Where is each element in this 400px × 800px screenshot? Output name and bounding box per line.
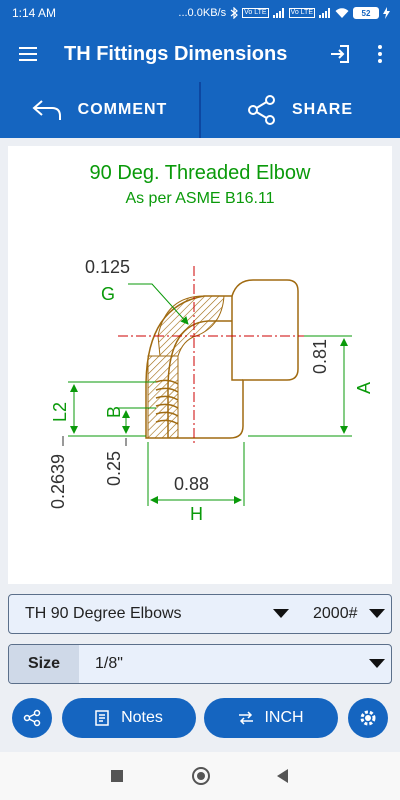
volte-badge: Vo LTE xyxy=(288,8,315,18)
reply-icon xyxy=(32,100,61,120)
dim-l2-label: L2 xyxy=(50,401,70,422)
menu-icon[interactable] xyxy=(0,26,56,82)
action-bar: COMMENT SHARE xyxy=(0,82,400,138)
dim-a-label: A xyxy=(354,381,374,394)
elbow-drawing xyxy=(62,266,352,506)
back-icon[interactable] xyxy=(277,769,288,783)
dim-g-value: 0.125 xyxy=(85,257,131,277)
notes-icon xyxy=(95,710,109,726)
size-value: 1/8" xyxy=(95,655,123,672)
share-button[interactable]: SHARE xyxy=(201,82,400,138)
size-select[interactable]: Size 1/8" xyxy=(8,644,392,684)
section-hatch-top xyxy=(157,295,225,357)
fitting-type-value: TH 90 Degree Elbows xyxy=(25,605,182,622)
chevron-down-icon[interactable] xyxy=(273,609,289,618)
drawing-subtitle: As per ASME B16.11 xyxy=(125,190,275,207)
dim-h-value: 0.88 xyxy=(174,474,210,494)
share-icon xyxy=(247,95,275,125)
app-bar: TH Fittings Dimensions xyxy=(0,26,400,82)
comment-label: COMMENT xyxy=(77,101,168,118)
dim-b-label: B xyxy=(104,405,124,418)
share-label: SHARE xyxy=(291,101,353,118)
pressure-class-value[interactable]: 2000# xyxy=(313,605,358,622)
more-vert-icon[interactable] xyxy=(360,26,400,82)
bluetooth-icon xyxy=(230,7,238,19)
charging-icon xyxy=(383,7,390,19)
notes-label: Notes xyxy=(121,709,163,726)
divider xyxy=(199,82,201,138)
status-bar: 1:14 AM ...0.0KB/s Vo LTE Vo LTE 52 xyxy=(0,0,400,26)
unit-label: INCH xyxy=(264,709,304,726)
notes-button[interactable]: Notes xyxy=(62,698,196,738)
dim-a-value: 0.81 xyxy=(310,338,330,374)
gear-icon xyxy=(360,710,376,726)
signal-icon xyxy=(272,8,285,18)
app-title: TH Fittings Dimensions xyxy=(64,42,288,65)
chevron-down-icon[interactable] xyxy=(369,609,385,618)
home-icon[interactable] xyxy=(192,767,210,785)
system-nav-bar xyxy=(0,752,400,800)
signal-icon xyxy=(319,8,331,18)
volte-badge: Vo LTE xyxy=(242,8,269,18)
dim-g-label: G xyxy=(101,284,116,304)
status-icons: ...0.0KB/s Vo LTE Vo LTE 52 xyxy=(178,7,390,19)
center-lines xyxy=(118,266,338,446)
chevron-down-icon[interactable] xyxy=(369,659,385,668)
thread-lines xyxy=(155,379,179,425)
drawing-panel: 90 Deg. Threaded Elbow As per ASME B16.1… xyxy=(8,146,392,584)
dim-l2-value: 0.2639 xyxy=(48,453,68,509)
network-speed: ...0.0KB/s xyxy=(178,7,227,19)
settings-button[interactable] xyxy=(348,698,388,738)
small-dimension-marks xyxy=(62,436,127,446)
dim-h-label: H xyxy=(190,504,203,524)
battery-icon: 52 xyxy=(353,7,379,19)
drawing-title: 90 Deg. Threaded Elbow xyxy=(89,162,311,184)
share-drawing-button[interactable] xyxy=(12,698,52,738)
login-icon[interactable] xyxy=(320,26,360,82)
recents-icon[interactable] xyxy=(111,770,123,782)
unit-toggle-button[interactable]: INCH xyxy=(204,698,338,738)
status-time: 1:14 AM xyxy=(12,6,57,20)
wifi-icon xyxy=(335,7,349,18)
fitting-type-select[interactable]: TH 90 Degree Elbows 2000# xyxy=(8,594,392,634)
dim-b-value: 0.25 xyxy=(104,450,124,486)
share-icon xyxy=(23,709,41,727)
dimension-lines xyxy=(68,283,352,506)
comment-button[interactable]: COMMENT xyxy=(0,82,199,138)
swap-icon xyxy=(239,711,254,725)
size-label: Size xyxy=(9,645,79,683)
